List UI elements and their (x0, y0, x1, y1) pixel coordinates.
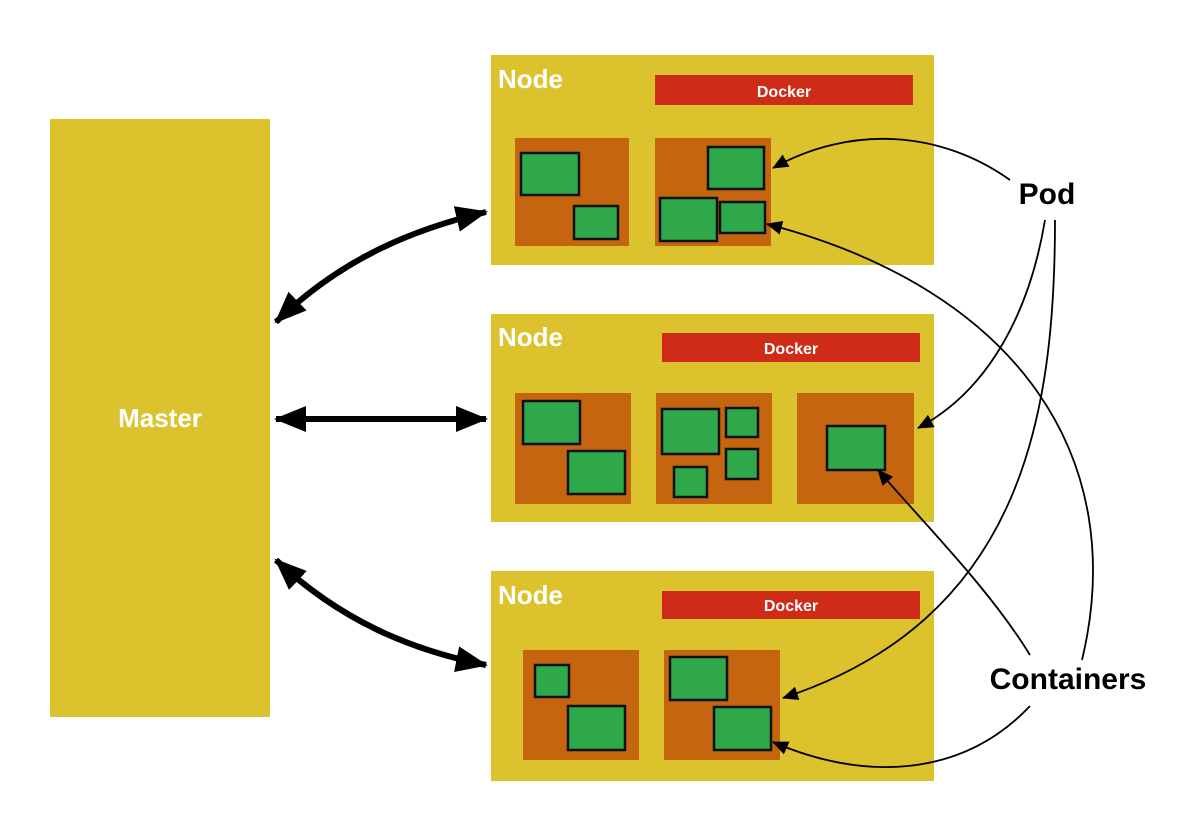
container (566, 704, 627, 752)
container (566, 449, 627, 496)
container (712, 705, 773, 752)
docker-label: Docker (764, 341, 818, 358)
container (660, 407, 721, 456)
master: Master (50, 119, 270, 717)
node-label: Node (498, 580, 563, 610)
container (718, 200, 767, 235)
docker-label: Docker (757, 84, 811, 101)
pod (655, 138, 771, 246)
docker-bar (655, 75, 913, 105)
pod-callout-arrow (917, 219, 1046, 429)
master-node-3-link (273, 557, 488, 672)
docker-label: Docker (764, 598, 818, 615)
node-label: Node (498, 322, 563, 352)
node-1: Node Docker (491, 55, 934, 265)
pod (656, 393, 772, 504)
container (658, 196, 719, 243)
master-box (50, 119, 270, 717)
pod-callout-arrow (772, 137, 1011, 181)
container (668, 655, 729, 702)
container (533, 663, 571, 699)
container (572, 204, 620, 241)
pod (523, 650, 639, 760)
master-label: Master (118, 403, 202, 433)
containers-callout-arrow (877, 469, 1031, 656)
pod-legend-label: Pod (1019, 178, 1076, 211)
containers-legend-label: Containers (990, 663, 1147, 696)
master-node-1-link (273, 206, 488, 325)
container (672, 465, 709, 499)
pod-callout-arrow (782, 219, 1056, 700)
docker-bar (662, 333, 920, 362)
node-label: Node (498, 64, 563, 94)
pod (797, 393, 914, 504)
container (825, 424, 887, 472)
node-3: Node Docker (491, 571, 934, 781)
container (706, 145, 766, 191)
container (521, 399, 582, 446)
containers-callout-arrow (766, 221, 1094, 661)
container (724, 447, 760, 481)
container (724, 406, 760, 439)
pod (664, 650, 780, 760)
pod (515, 138, 629, 246)
node-2: Node Docker (491, 314, 934, 522)
containers-callout-arrow (772, 705, 1031, 768)
container (519, 151, 581, 197)
docker-bar (662, 591, 920, 619)
pod (515, 393, 631, 504)
